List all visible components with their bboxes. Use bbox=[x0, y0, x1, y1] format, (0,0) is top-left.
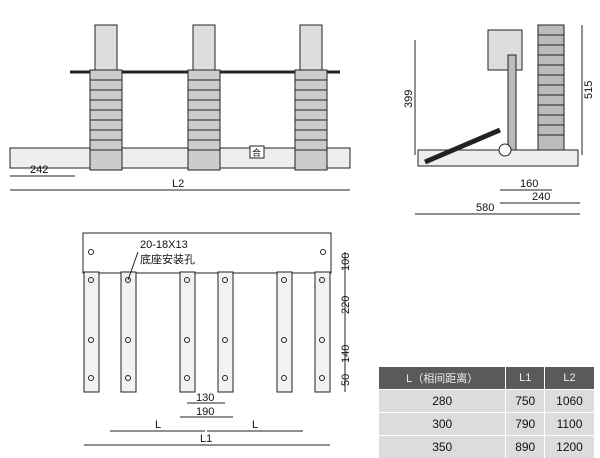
side-view: 399 515 160 240 580 bbox=[403, 24, 595, 215]
dim-140: 140 bbox=[340, 345, 352, 363]
cell: 1060 bbox=[545, 390, 594, 412]
dim-242: 242 bbox=[30, 164, 48, 176]
mounting-plate bbox=[82, 232, 332, 274]
switch-mark: 合 bbox=[252, 147, 261, 158]
dim-130: 130 bbox=[196, 392, 214, 404]
dim-100: 100 bbox=[340, 253, 352, 271]
insulator-phase-1 bbox=[89, 24, 123, 171]
header-l2: L2 bbox=[545, 367, 594, 389]
cell: 890 bbox=[506, 436, 545, 458]
cell: 1200 bbox=[545, 436, 594, 458]
front-view: 合 242 L2 bbox=[9, 24, 351, 191]
dim-l-right: L bbox=[252, 419, 258, 431]
dim-50: 50 bbox=[340, 374, 352, 386]
cell: 750 bbox=[506, 390, 545, 412]
cell: 280 bbox=[379, 390, 506, 412]
cell: 1100 bbox=[545, 413, 594, 435]
side-base bbox=[417, 149, 579, 167]
hole-spec: 20-18X13 bbox=[140, 239, 188, 251]
operating-arm bbox=[424, 127, 501, 165]
dim-240: 240 bbox=[532, 191, 550, 203]
header-l1: L1 bbox=[506, 367, 545, 389]
cell: 350 bbox=[379, 436, 506, 458]
mounting-holes bbox=[88, 249, 326, 381]
dim-160: 160 bbox=[520, 178, 538, 190]
dim-190: 190 bbox=[196, 406, 214, 418]
switch-indicator bbox=[249, 145, 265, 159]
dim-l2: L2 bbox=[172, 178, 184, 190]
hole-label: 底座安装孔 bbox=[140, 252, 195, 266]
header-l: L（相间距离） bbox=[379, 367, 506, 389]
cell: 300 bbox=[379, 413, 506, 435]
insulator-phase-3 bbox=[294, 24, 328, 171]
plan-view: 20-18X13 底座安装孔 100 220 140 50 130 190 L … bbox=[82, 232, 352, 446]
dim-220: 220 bbox=[340, 296, 352, 314]
insulator-phase-2 bbox=[187, 24, 221, 171]
dim-515: 515 bbox=[583, 81, 595, 99]
dim-l1: L1 bbox=[200, 433, 212, 445]
dim-l-left: L bbox=[155, 419, 161, 431]
side-insulator bbox=[537, 24, 565, 151]
dim-399: 399 bbox=[403, 90, 415, 108]
cell: 790 bbox=[506, 413, 545, 435]
dim-580: 580 bbox=[476, 202, 494, 214]
table-header: L（相间距离） L1 L2 bbox=[379, 367, 594, 389]
